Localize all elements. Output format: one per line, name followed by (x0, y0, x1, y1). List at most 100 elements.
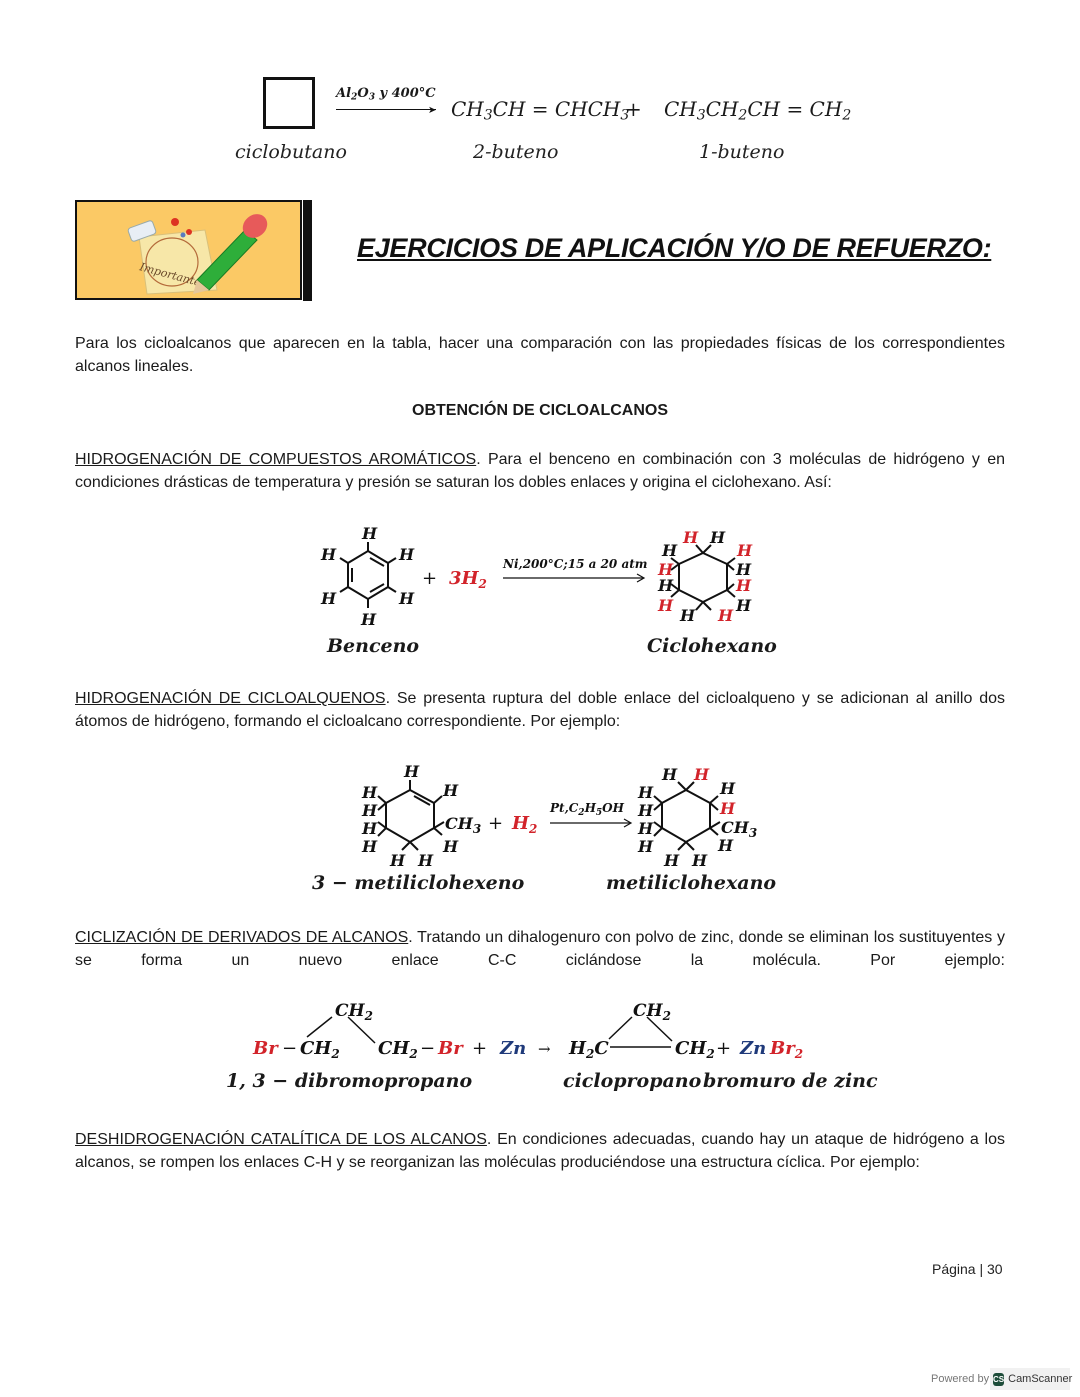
benzene-reaction: H H H H H H + 3H2 Ni,200°C;15 a 20 atm H… (300, 518, 780, 663)
section-heading: HIDROGENACIÓN DE COMPUESTOS AROMÁTICOS (75, 451, 477, 468)
svg-text:H: H (442, 781, 459, 800)
cyclobutane-square (263, 77, 315, 129)
page-number: Página | 30 (932, 1261, 1003, 1277)
section-heading: DESHIDROGENACIÓN CATALÍTICA DE LOS ALCAN… (75, 1131, 487, 1148)
product-2-butene-formula: CH3CH = CHCH3 (451, 97, 630, 124)
svg-text:Ni,200°C;15 a 20 atm: Ni,200°C;15 a 20 atm (502, 557, 647, 571)
label-ciclopropano: ciclopropano (563, 1070, 702, 1092)
svg-text:H: H (693, 765, 710, 784)
svg-text:H: H (637, 783, 654, 802)
camscanner-brand: CamScanner (1008, 1373, 1073, 1385)
section-body: . Se presenta ruptura del doble enlace d… (75, 690, 1005, 730)
svg-text:H: H (657, 576, 674, 595)
svg-text:H: H (398, 545, 415, 564)
svg-text:H: H (661, 541, 678, 560)
svg-text:+: + (488, 813, 503, 834)
section-alkane-cyclization: CICLIZACIÓN DE DERIVADOS DE ALCANOS. Tra… (75, 926, 1005, 972)
plus-sign: + (625, 97, 642, 121)
svg-text:H: H (691, 851, 708, 870)
methylcyclohexene-to-methylcyclohexane-diagram: H H H H H H H H H CH3 + H2 Pt,C2H5OH H H (361, 762, 757, 870)
svg-text:H: H (719, 779, 736, 798)
svg-text:CH2: CH2 (675, 1038, 715, 1061)
svg-text:H: H (637, 801, 654, 820)
cyclization-reaction: CH2 Br − CH2 CH2 − Br + Zn → H2C CH2 CH2… (240, 995, 820, 1065)
svg-text:H: H (657, 596, 674, 615)
svg-text:H: H (417, 851, 434, 870)
svg-text:H: H (360, 610, 377, 629)
svg-text:+: + (422, 568, 437, 589)
camscanner-logo-icon: CS (993, 1372, 1005, 1386)
section-body: . Tratando un dihalogenuro con polvo de … (75, 929, 1005, 969)
svg-text:CH2: CH2 (335, 1001, 373, 1023)
label-1-buteno: 1-buteno (699, 141, 785, 163)
svg-text:H: H (661, 765, 678, 784)
svg-text:+: + (472, 1038, 487, 1059)
svg-text:H: H (719, 799, 736, 818)
svg-text:H: H (735, 596, 752, 615)
section-catalytic-dehydrogenation: DESHIDROGENACIÓN CATALÍTICA DE LOS ALCAN… (75, 1128, 1005, 1174)
svg-text:3H2: 3H2 (449, 568, 487, 591)
svg-text:H: H (398, 589, 415, 608)
svg-text:−: − (282, 1038, 297, 1059)
svg-text:H: H (361, 783, 378, 802)
label-bromuro-de-zinc: bromuro de zinc (703, 1070, 878, 1092)
cyclohexene-reaction: H H H H H H H H H CH3 + H2 Pt,C2H5OH H H (340, 758, 790, 873)
svg-text:H: H (361, 524, 378, 543)
svg-text:−: − (420, 1038, 435, 1059)
svg-text:H: H (682, 528, 699, 547)
svg-text:CH2: CH2 (300, 1038, 340, 1061)
svg-text:H: H (320, 589, 337, 608)
label-metiliclohexano: metiliclohexano (606, 872, 777, 894)
banner-divider (303, 200, 312, 301)
label-dibromopropano: 1, 3 − dibromopropano (226, 1070, 473, 1092)
reaction-arrow (336, 109, 436, 110)
camscanner-badge: CS CamScanner (990, 1368, 1073, 1390)
svg-text:Pt,C2H5OH: Pt,C2H5OH (549, 801, 625, 818)
svg-text:H: H (320, 545, 337, 564)
svg-text:H: H (637, 837, 654, 856)
svg-text:H: H (709, 528, 726, 547)
svg-text:H: H (735, 576, 752, 595)
svg-text:H: H (637, 819, 654, 838)
svg-text:H: H (735, 560, 752, 579)
svg-text:CH3: CH3 (721, 818, 757, 840)
svg-text:CH2: CH2 (633, 1001, 671, 1023)
svg-text:→: → (538, 1040, 551, 1058)
intro-paragraph: Para los cicloalcanos que aparecen en la… (75, 335, 1005, 375)
svg-text:Zn: Zn (499, 1038, 526, 1059)
section-cycloalkene-hydrogenation: HIDROGENACIÓN DE CICLOALQUENOS. Se prese… (75, 687, 1005, 733)
svg-text:Br: Br (437, 1038, 464, 1059)
svg-text:CH2: CH2 (378, 1038, 418, 1061)
label-ciclobutano: ciclobutano (235, 141, 347, 163)
section-title: OBTENCIÓN DE CICLOALCANOS (412, 402, 668, 419)
svg-text:Br2: Br2 (769, 1038, 803, 1061)
svg-text:H: H (361, 801, 378, 820)
svg-text:H: H (403, 762, 420, 781)
svg-text:H: H (736, 541, 753, 560)
section-aromatic-hydrogenation: HIDROGENACIÓN DE COMPUESTOS AROMÁTICOS. … (75, 448, 1005, 494)
dibromopropane-to-cyclopropane-diagram: CH2 Br − CH2 CH2 − Br + Zn → H2C CH2 CH2… (252, 1001, 803, 1061)
svg-text:H: H (679, 606, 696, 625)
label-benceno: Benceno (327, 635, 420, 657)
svg-text:H: H (361, 819, 378, 838)
label-ciclohexano: Ciclohexano (647, 635, 777, 657)
important-note-illustration: Importante (75, 200, 302, 300)
section-heading: CICLIZACIÓN DE DERIVADOS DE ALCANOS (75, 929, 409, 946)
svg-text:Zn: Zn (739, 1038, 766, 1059)
svg-text:H2C: H2C (568, 1038, 609, 1061)
svg-text:H: H (657, 560, 674, 579)
label-3-metiliclohexeno: 3 − metiliclohexeno (312, 872, 525, 894)
product-1-butene-formula: CH3CH2CH = CH2 (664, 97, 852, 124)
powered-by-text: Powered by (931, 1373, 990, 1385)
svg-text:H: H (361, 837, 378, 856)
section-heading: HIDROGENACIÓN DE CICLOALQUENOS (75, 690, 386, 707)
exercises-title: EJERCICIOS DE APLICACIÓN Y/O DE REFUERZO… (357, 233, 992, 263)
section-body: . Para el benceno en combinación con 3 m… (75, 451, 1005, 491)
benzene-to-cyclohexane-diagram: H H H H H H + 3H2 Ni,200°C;15 a 20 atm H… (320, 524, 753, 629)
svg-text:H: H (389, 851, 406, 870)
svg-text:Br: Br (252, 1038, 279, 1059)
svg-text:CH3: CH3 (445, 814, 481, 836)
label-2-buteno: 2-buteno (473, 141, 559, 163)
svg-text:H2: H2 (511, 813, 537, 836)
svg-text:H: H (663, 851, 680, 870)
